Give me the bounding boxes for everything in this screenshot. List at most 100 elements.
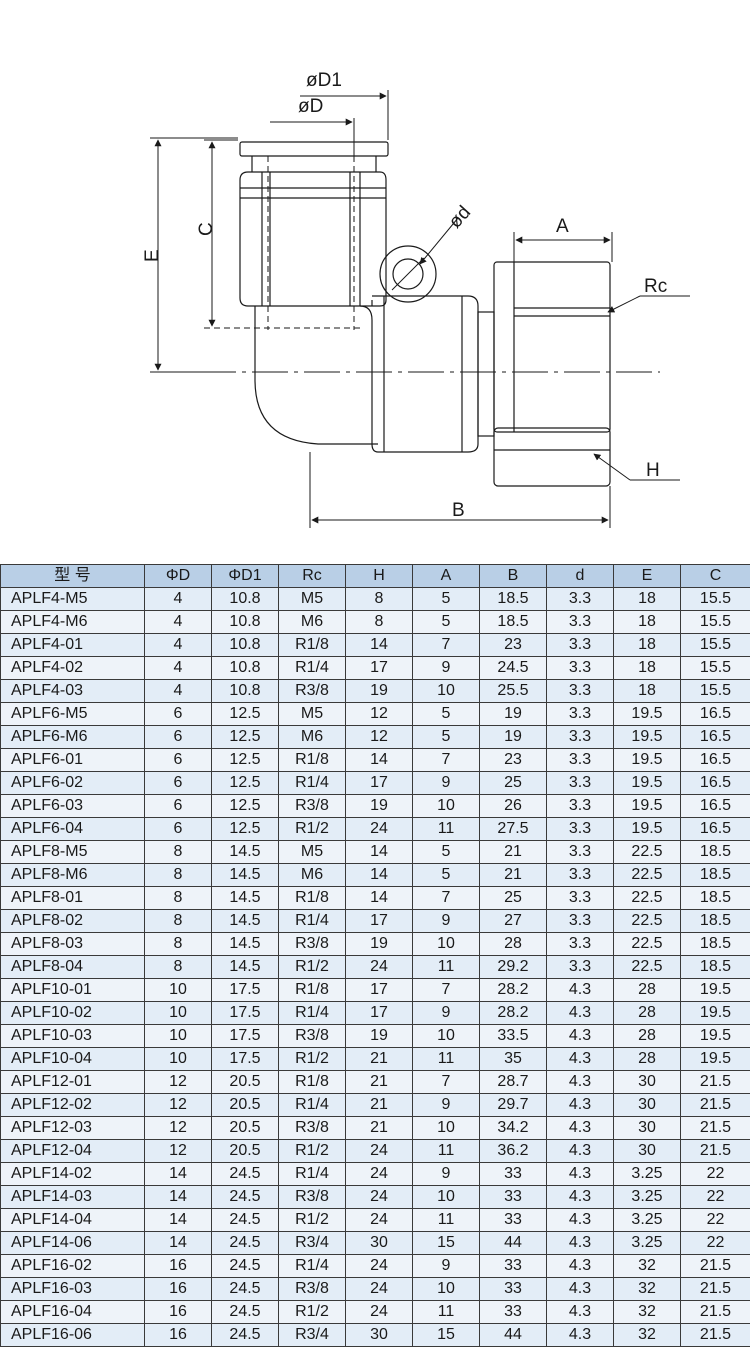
- model-cell: APLF8-04: [0, 955, 145, 979]
- value-cell: R3/8: [278, 1277, 346, 1301]
- value-cell: 5: [412, 863, 480, 887]
- value-cell: 23: [479, 748, 547, 772]
- value-cell: 33: [479, 1277, 547, 1301]
- model-cell: APLF4-02: [0, 656, 145, 680]
- value-cell: 28: [613, 1001, 681, 1025]
- value-cell: 8: [144, 863, 212, 887]
- value-cell: 30: [613, 1116, 681, 1140]
- value-cell: R1/8: [278, 1070, 346, 1094]
- value-cell: R1/8: [278, 748, 346, 772]
- value-cell: 28.2: [479, 978, 547, 1002]
- value-cell: 20.5: [211, 1070, 279, 1094]
- value-cell: 4.3: [546, 1231, 614, 1255]
- value-cell: M6: [278, 610, 346, 634]
- value-cell: 19.5: [613, 748, 681, 772]
- value-cell: 12: [345, 702, 413, 726]
- value-cell: 10.8: [211, 679, 279, 703]
- value-cell: 21: [345, 1047, 413, 1071]
- value-cell: 3.3: [546, 840, 614, 864]
- value-cell: 3.25: [613, 1162, 681, 1186]
- value-cell: 3.3: [546, 817, 614, 841]
- model-cell: APLF8-01: [0, 886, 145, 910]
- value-cell: 18: [613, 679, 681, 703]
- value-cell: 24: [345, 1277, 413, 1301]
- value-cell: 3.3: [546, 955, 614, 979]
- value-cell: 25: [479, 886, 547, 910]
- value-cell: 5: [412, 725, 480, 749]
- value-cell: 21.5: [680, 1323, 750, 1347]
- value-cell: 19.5: [680, 978, 750, 1002]
- value-cell: 14.5: [211, 886, 279, 910]
- elbow-fitting-drawing: øD1 øD ød A Rc E C H B: [142, 70, 690, 528]
- value-cell: 12.5: [211, 725, 279, 749]
- value-cell: 3.3: [546, 702, 614, 726]
- value-cell: 14: [345, 748, 413, 772]
- value-cell: 11: [412, 955, 480, 979]
- value-cell: 24.5: [479, 656, 547, 680]
- value-cell: 12: [144, 1070, 212, 1094]
- value-cell: 8: [144, 886, 212, 910]
- value-cell: R3/8: [278, 794, 346, 818]
- value-cell: 14: [144, 1162, 212, 1186]
- value-cell: 24: [345, 1254, 413, 1278]
- value-cell: 9: [412, 1093, 480, 1117]
- value-cell: 15.5: [680, 679, 750, 703]
- value-cell: 12: [144, 1139, 212, 1163]
- value-cell: 34.2: [479, 1116, 547, 1140]
- model-cell: APLF4-03: [0, 679, 145, 703]
- value-cell: 12.5: [211, 771, 279, 795]
- value-cell: 14: [345, 863, 413, 887]
- value-cell: 3.3: [546, 794, 614, 818]
- value-cell: 17.5: [211, 978, 279, 1002]
- value-cell: R3/8: [278, 1116, 346, 1140]
- value-cell: 36.2: [479, 1139, 547, 1163]
- label-Rc: Rc: [644, 276, 667, 297]
- value-cell: 5: [412, 702, 480, 726]
- value-cell: 4: [144, 610, 212, 634]
- value-cell: 19.5: [680, 1047, 750, 1071]
- model-cell: APLF10-02: [0, 1001, 145, 1025]
- value-cell: 28: [613, 1024, 681, 1048]
- value-cell: 3.3: [546, 679, 614, 703]
- value-cell: 30: [613, 1070, 681, 1094]
- value-cell: 14.5: [211, 840, 279, 864]
- value-cell: 16: [144, 1323, 212, 1347]
- value-cell: R3/8: [278, 1024, 346, 1048]
- value-cell: 33: [479, 1162, 547, 1186]
- value-cell: 21.5: [680, 1277, 750, 1301]
- value-cell: 12: [144, 1116, 212, 1140]
- value-cell: 15.5: [680, 610, 750, 634]
- value-cell: 17: [345, 771, 413, 795]
- value-cell: 22.5: [613, 909, 681, 933]
- value-cell: 29.2: [479, 955, 547, 979]
- value-cell: R1/4: [278, 656, 346, 680]
- model-cell: APLF8-02: [0, 909, 145, 933]
- value-cell: 3.3: [546, 656, 614, 680]
- value-cell: 6: [144, 702, 212, 726]
- value-cell: 4.3: [546, 1070, 614, 1094]
- value-cell: 4.3: [546, 1162, 614, 1186]
- value-cell: 24: [345, 1300, 413, 1324]
- value-cell: R1/4: [278, 771, 346, 795]
- label-C: C: [196, 222, 217, 236]
- value-cell: 17.5: [211, 1024, 279, 1048]
- value-cell: 6: [144, 748, 212, 772]
- value-cell: 11: [412, 1208, 480, 1232]
- value-cell: 3.3: [546, 725, 614, 749]
- value-cell: 16: [144, 1277, 212, 1301]
- value-cell: 9: [412, 909, 480, 933]
- value-cell: R1/8: [278, 886, 346, 910]
- model-cell: APLF12-04: [0, 1139, 145, 1163]
- value-cell: 44: [479, 1231, 547, 1255]
- value-cell: 7: [412, 748, 480, 772]
